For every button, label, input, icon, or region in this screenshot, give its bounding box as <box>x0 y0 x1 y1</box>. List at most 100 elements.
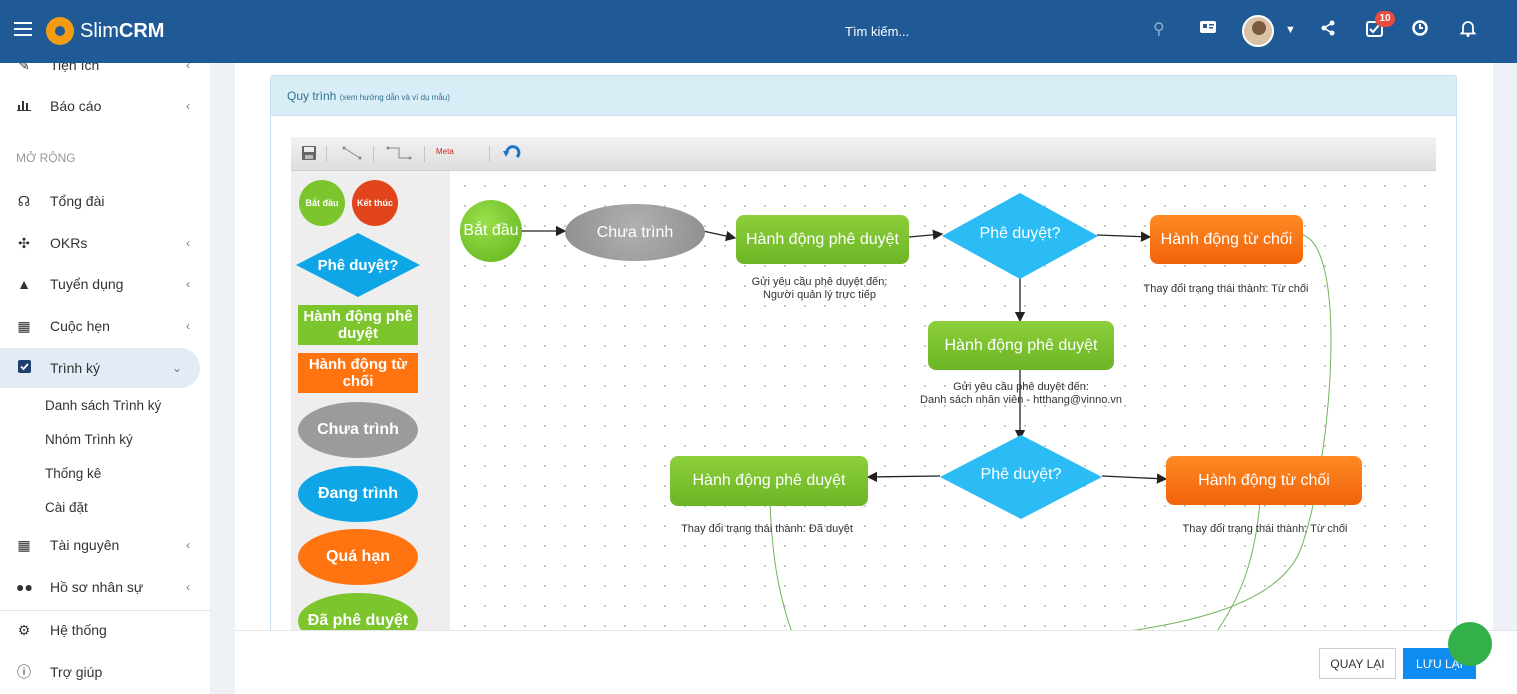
sidebar-item-hr-profiles[interactable]: ●● Hồ sơ nhân sự ‹ <box>0 567 200 607</box>
note-approve-action-2: Gửi yêu cầu phê duyệt đến: Danh sách nhâ… <box>890 381 1152 407</box>
sidebar-item-label: Tài nguyên <box>50 537 120 553</box>
toolbar-separator <box>326 146 327 162</box>
editor-toolbar: Meta <box>291 137 1436 171</box>
top-bar: SlimCRM Tìm kiếm... ⚲ ▼ 10 <box>0 0 1517 63</box>
node-reject-action-2[interactable]: Hành động từ chối <box>1166 456 1362 505</box>
users-icon: ●● <box>16 579 33 595</box>
elbow-line-icon[interactable] <box>386 145 412 163</box>
sidebar-item-label: Báo cáo <box>50 98 102 114</box>
palette-submitting[interactable]: Đang trình <box>298 466 418 522</box>
undo-icon[interactable] <box>503 145 521 163</box>
sidebar-item-appointments[interactable]: ▦ Cuộc hẹn ‹ <box>0 306 200 346</box>
sidebar-item-recruitment[interactable]: ▲ Tuyển dụng ‹ <box>0 264 200 304</box>
sidebar-item-label: Trình ký <box>50 360 101 376</box>
note-reject-action-2: Thay đổi trạng thái thành: Từ chối <box>1182 523 1348 535</box>
contact-card-icon[interactable] <box>1200 20 1216 40</box>
node-approve-question-1[interactable]: Phê duyệt? <box>942 193 1098 279</box>
app-logo[interactable]: SlimCRM <box>46 17 164 45</box>
workflow-editor: Meta Bắt đầu Kết thúc Phê duyệt? Hành độ… <box>291 137 1436 636</box>
tasks-icon[interactable] <box>1366 20 1383 43</box>
node-start[interactable]: Bắt đầu <box>460 200 522 262</box>
toolbar-separator <box>489 146 490 162</box>
sidebar-item-okrs[interactable]: ✣ OKRs ‹ <box>0 223 200 263</box>
sidebar-item-label: OKRs <box>50 235 88 251</box>
node-reject-action-1[interactable]: Hành động từ chối <box>1150 215 1303 264</box>
palette-end-node[interactable]: Kết thúc <box>352 180 398 226</box>
note-line: Gửi yêu cầu phê duyệt đến: <box>751 276 888 288</box>
chevron-left-icon: ‹ <box>186 580 190 594</box>
note-approve-action-1: Gửi yêu cầu phê duyệt đến: Người quản lý… <box>732 276 907 302</box>
search-icon[interactable]: ⚲ <box>1153 21 1165 38</box>
gear-icon: ⚙ <box>17 621 31 638</box>
sidebar-subitem-statistics[interactable]: Thống kê <box>45 466 102 481</box>
note-line: Người quản lý trực tiếp <box>762 289 877 301</box>
sidebar-item-call-center[interactable]: ☊ Tổng đài <box>0 181 200 221</box>
target-icon: ✣ <box>18 234 30 251</box>
sidebar-item-label: Tổng đài <box>50 193 105 209</box>
sidebar-item-label: Trợ giúp <box>50 664 103 680</box>
node-approve-question-1-label: Phê duyệt? <box>979 225 1061 242</box>
workflow-panel: Quy trình (xem hướng dẫn và ví dụ mẫu) M… <box>270 75 1457 636</box>
bell-icon[interactable] <box>1459 20 1477 43</box>
meta-label: Meta <box>436 147 454 156</box>
chevron-left-icon: ‹ <box>186 63 190 72</box>
chat-fab-button[interactable] <box>1448 622 1492 666</box>
palette-approve-question-label: Phê duyệt? <box>317 256 399 274</box>
sidebar-item-label: Hồ sơ nhân sự <box>50 579 144 595</box>
sidebar-subitem-settings[interactable]: Cài đặt <box>45 500 88 515</box>
palette-not-submitted[interactable]: Chưa trình <box>298 402 418 458</box>
chevron-left-icon: ‹ <box>186 319 190 333</box>
sidebar-item-utilities[interactable]: ✎ Tiện ích ‹ <box>0 63 200 85</box>
panel-header: Quy trình (xem hướng dẫn và ví dụ mẫu) <box>271 76 1456 116</box>
sidebar-item-help[interactable]: ⓘ Trợ giúp <box>0 652 200 692</box>
sidebar-item-resources[interactable]: ▦ Tài nguyên ‹ <box>0 525 200 565</box>
sidebar-item-label: Cuộc hẹn <box>50 318 110 334</box>
note-approve-action-3: Thay đổi trạng thái thành: Đã duyệt <box>681 523 853 535</box>
meta-icon[interactable]: Meta <box>436 147 454 165</box>
bar-chart-icon <box>16 98 32 114</box>
sidebar-item-label: Tuyển dụng <box>50 276 124 292</box>
sidebar-item-reports[interactable]: Báo cáo ‹ <box>0 86 200 126</box>
panel-title: Quy trình <box>287 89 337 103</box>
clock-icon[interactable] <box>1412 20 1428 42</box>
node-not-submitted[interactable]: Chưa trình <box>565 204 705 261</box>
guide-link[interactable]: (xem hướng dẫn và ví dụ mẫu) <box>339 93 450 102</box>
node-approve-action-3[interactable]: Hành động phê duyệt <box>670 456 868 506</box>
sidebar: ✎ Tiện ích ‹ Báo cáo ‹ MỞ RỘNG ☊ Tổng đà… <box>0 63 210 694</box>
palette-reject-action[interactable]: Hành động từ chối <box>298 353 418 393</box>
chevron-left-icon: ‹ <box>186 236 190 250</box>
node-approve-action-2[interactable]: Hành động phê duyệt <box>928 321 1114 370</box>
calendar-icon: ▦ <box>17 317 31 334</box>
caret-down-icon[interactable]: ▼ <box>1285 24 1296 36</box>
palette-overdue[interactable]: Quá hạn <box>298 529 418 585</box>
shape-palette: Bắt đầu Kết thúc Phê duyệt? Hành động ph… <box>291 171 450 636</box>
palette-approve-question[interactable]: Phê duyệt? <box>296 233 420 297</box>
logo-gear-icon <box>46 17 74 45</box>
palette-approve-action[interactable]: Hành động phê duyệt <box>298 305 418 345</box>
sidebar-subitem-list[interactable]: Danh sách Trình ký <box>45 398 162 413</box>
menu-icon[interactable] <box>14 22 32 36</box>
graduation-cap-icon: ▲ <box>17 276 31 292</box>
node-approve-question-2-label: Phê duyệt? <box>980 466 1062 483</box>
back-button[interactable]: QUAY LẠI <box>1319 648 1396 679</box>
headset-icon: ☊ <box>17 192 31 209</box>
diagram-canvas[interactable]: Bắt đầu Chưa trình Hành động phê duyệt P… <box>450 171 1436 636</box>
sidebar-item-submissions[interactable]: Trình ký ⌄ <box>0 348 200 388</box>
app-name: SlimCRM <box>80 19 165 42</box>
note-line: Danh sách nhân viên - htthang@vinno.vn <box>920 394 1122 406</box>
search-input[interactable]: Tìm kiếm... <box>845 24 910 39</box>
avatar[interactable] <box>1242 15 1274 47</box>
share-icon[interactable] <box>1320 20 1336 42</box>
section-label-extensions: MỞ RỘNG <box>16 151 76 165</box>
palette-approved[interactable]: Đã phê duyệt <box>298 593 418 636</box>
action-footer: QUAY LẠI LƯU LẠI <box>235 630 1517 694</box>
calendar-check-icon: ▦ <box>17 536 31 553</box>
sidebar-item-system[interactable]: ⚙ Hệ thống <box>0 610 200 650</box>
node-approve-action-1[interactable]: Hành động phê duyệt <box>736 215 909 264</box>
sidebar-item-label: Hệ thống <box>50 622 107 638</box>
save-diagram-icon[interactable] <box>301 145 317 163</box>
palette-start-node[interactable]: Bắt đầu <box>299 180 345 226</box>
straight-line-icon[interactable] <box>341 145 363 163</box>
node-approve-question-2[interactable]: Phê duyệt? <box>940 435 1102 519</box>
sidebar-subitem-groups[interactable]: Nhóm Trình ký <box>45 432 133 447</box>
